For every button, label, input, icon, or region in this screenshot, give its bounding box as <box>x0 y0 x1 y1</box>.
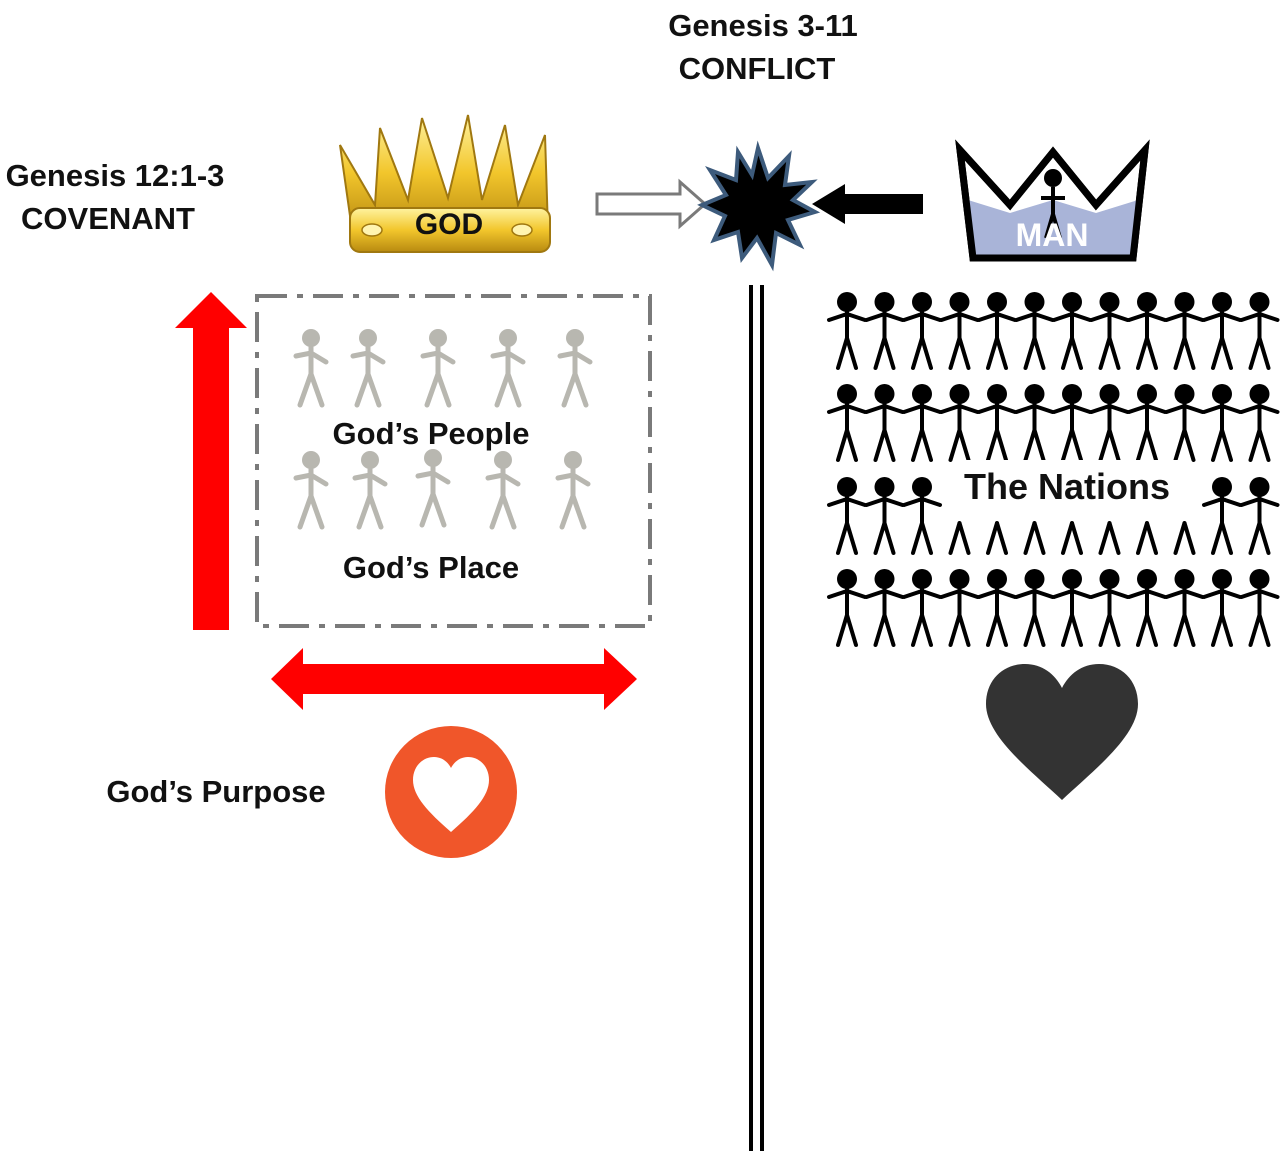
stick-figure-icon <box>864 567 905 647</box>
stick-figure-icon <box>1202 382 1242 462</box>
nations-label: The Nations <box>964 466 1170 507</box>
stick-figure-icon <box>1202 290 1242 370</box>
stick-figure-icon <box>1127 567 1167 647</box>
stick-figure-icon <box>1089 290 1130 370</box>
stick-figure-icon <box>827 475 867 555</box>
stick-figure-icon <box>1052 382 1092 462</box>
gods-place-frame <box>255 294 652 628</box>
stick-figure-icon <box>1089 567 1130 647</box>
stick-figure-icon <box>1164 290 1205 370</box>
conflict-reference: Genesis 3-11 <box>668 8 858 43</box>
stick-figure-icon <box>1202 567 1242 647</box>
stick-figure-icon <box>1239 290 1280 370</box>
gods-purpose-label: God’s Purpose <box>106 774 325 809</box>
stick-figure-icon <box>558 451 588 527</box>
stick-figure-icon <box>864 382 905 462</box>
up-arrow-icon <box>175 292 247 630</box>
stick-figure-icon <box>977 567 1017 647</box>
stick-figure-icon <box>1136 521 1158 555</box>
gods-place-label: God’s Place <box>343 550 519 585</box>
dark-heart-icon <box>986 664 1138 800</box>
stick-figure-icon <box>864 475 905 555</box>
god-crown-label: GOD <box>415 208 483 241</box>
stick-figure-icon <box>493 329 523 405</box>
stick-figure-icon <box>418 449 448 525</box>
stick-figure-icon <box>353 329 383 405</box>
solid-arrow-icon <box>812 184 923 224</box>
god-crown-icon <box>339 114 551 253</box>
stick-figure-icon <box>1014 290 1055 370</box>
nations-label-backdrop <box>958 460 1178 512</box>
conflict-starburst-icon <box>697 140 821 272</box>
stick-figure-icon <box>488 451 518 527</box>
stick-figure-icon <box>902 382 942 462</box>
stick-figure-icon <box>1098 521 1121 555</box>
stick-figure-icon <box>296 329 326 405</box>
stick-figure-icon <box>827 567 867 647</box>
stick-figure-icon <box>1014 567 1055 647</box>
stick-figure-icon <box>827 290 867 370</box>
stick-figure-icon <box>1239 567 1280 647</box>
stick-figure-icon <box>1127 290 1167 370</box>
stick-figure-icon <box>560 329 590 405</box>
stick-figure-icon <box>1061 521 1083 555</box>
stick-figure-icon <box>902 567 942 647</box>
stick-figure-icon <box>1052 567 1092 647</box>
heart-circle-icon <box>385 726 517 858</box>
stick-figure-icon <box>1089 382 1130 462</box>
man-crown-label: MAN <box>1016 217 1089 253</box>
stick-figure-icon <box>864 290 905 370</box>
stick-figure-icon <box>1127 382 1167 462</box>
stick-figure-icon <box>977 382 1017 462</box>
stick-figure-icon <box>1014 382 1055 462</box>
stick-figure-icon <box>939 382 980 462</box>
stick-figure-icon <box>902 290 942 370</box>
stick-figure-icon <box>1164 382 1205 462</box>
stick-figure-icon <box>1023 521 1046 555</box>
stick-figure-icon <box>355 451 385 527</box>
stick-figure-icon <box>1239 475 1280 555</box>
hollow-arrow-icon <box>595 178 708 230</box>
stick-figure-icon <box>1164 567 1205 647</box>
stick-figure-icon <box>827 382 867 462</box>
stick-figure-icon <box>1239 382 1280 462</box>
stick-figure-icon <box>939 567 980 647</box>
stick-figure-icon <box>948 521 971 555</box>
stick-figure-icon <box>977 290 1017 370</box>
conflict-label: CONFLICT <box>679 51 836 86</box>
gods-people-label: God’s People <box>333 416 530 451</box>
stick-figure-icon <box>902 475 942 555</box>
stick-figure-icon <box>986 521 1008 555</box>
stick-figure-icon <box>423 329 453 405</box>
double-arrow-icon <box>271 648 637 710</box>
man-crown-icon <box>955 139 1150 262</box>
stick-figure-icon <box>939 290 980 370</box>
stick-figure-icon <box>1173 521 1196 555</box>
stick-figure-icon <box>1202 475 1242 555</box>
stick-figure-icon <box>296 451 326 527</box>
stick-figure-icon <box>1052 290 1092 370</box>
covenant-label: COVENANT <box>21 201 195 236</box>
covenant-reference: Genesis 12:1-3 <box>6 158 225 193</box>
